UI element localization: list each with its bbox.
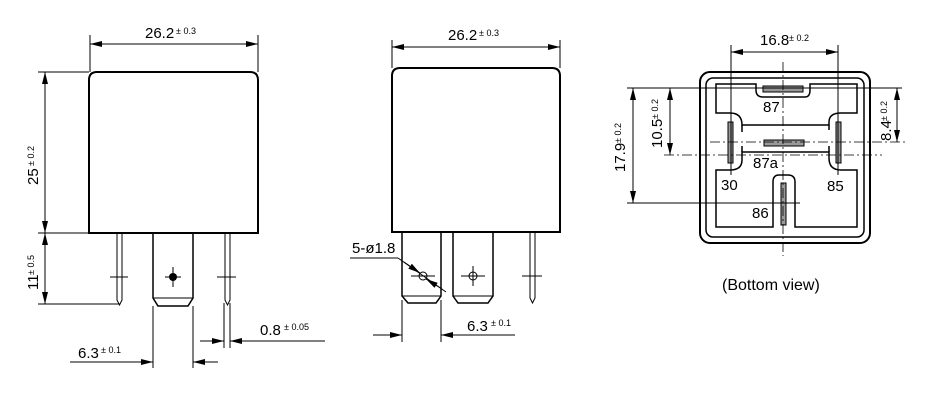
pin-spacing-tol: ± 0.2 <box>789 33 809 43</box>
outer-housing <box>699 71 871 244</box>
front-width-tol: ± 0.3 <box>479 28 499 38</box>
front-tab-width-tol: ± 0.1 <box>491 318 511 328</box>
inner-cavity <box>715 83 858 228</box>
pin-label-86: 86 <box>752 205 769 222</box>
tab-30 <box>401 232 442 304</box>
overall-pin-value: 17.9 <box>612 143 629 172</box>
right-pin <box>224 233 231 307</box>
side-tab-width-tol: ± 0.1 <box>101 345 121 355</box>
pin-thickness-value: 0.8 <box>260 322 281 339</box>
hole-label: 5-ø1.8 <box>352 240 395 257</box>
front-width-value: 26.2 <box>448 27 477 44</box>
pin-85 <box>529 232 536 305</box>
pin-label-87a: 87a <box>753 155 779 172</box>
overall-pin-tol: ± 0.2 <box>613 123 623 143</box>
front-tab-width-value: 6.3 <box>467 318 488 335</box>
pin-87a <box>763 139 805 147</box>
side-tab-width-value: 6.3 <box>78 345 99 362</box>
relay-body <box>391 67 561 233</box>
relay-body <box>88 71 259 234</box>
pin-length-value: 11 <box>25 274 42 290</box>
side-pin-tol: ± 0.2 <box>879 101 889 121</box>
front-view: 5-ø1.8 26.2 ± 0.3 6.3 ± 0.1 <box>350 27 561 342</box>
center-tab <box>152 233 194 307</box>
tab-87 <box>452 232 494 304</box>
side-width-tol: ± 0.3 <box>176 26 196 36</box>
bottom-view: 87 87a 30 85 86 16.8 ± 0.2 17.9 ± 0.2 10… <box>612 32 905 294</box>
side-view: 26.2 ± 0.3 25 ± 0.2 11 ± 0.5 0.8 ± 0.05 … <box>25 25 325 368</box>
mid-pin-value: 10.5 <box>649 119 666 148</box>
side-width-value: 26.2 <box>145 25 174 42</box>
pin-length-tol: ± 0.5 <box>26 255 36 275</box>
left-pin <box>116 233 123 307</box>
pin-label-30: 30 <box>721 177 738 194</box>
mid-pin-tol: ± 0.2 <box>650 99 660 119</box>
pin-spacing-value: 16.8 <box>760 32 789 49</box>
side-pin-value: 8.4 <box>878 120 895 141</box>
side-height-value: 25 <box>25 168 42 185</box>
pin-label-87: 87 <box>763 99 780 116</box>
pin-label-85: 85 <box>827 178 844 195</box>
side-height-tol: ± 0.2 <box>26 146 36 166</box>
pin-86 <box>780 182 787 226</box>
pin-thickness-tol: ± 0.05 <box>284 322 309 332</box>
bottom-view-caption: (Bottom view) <box>722 277 820 294</box>
